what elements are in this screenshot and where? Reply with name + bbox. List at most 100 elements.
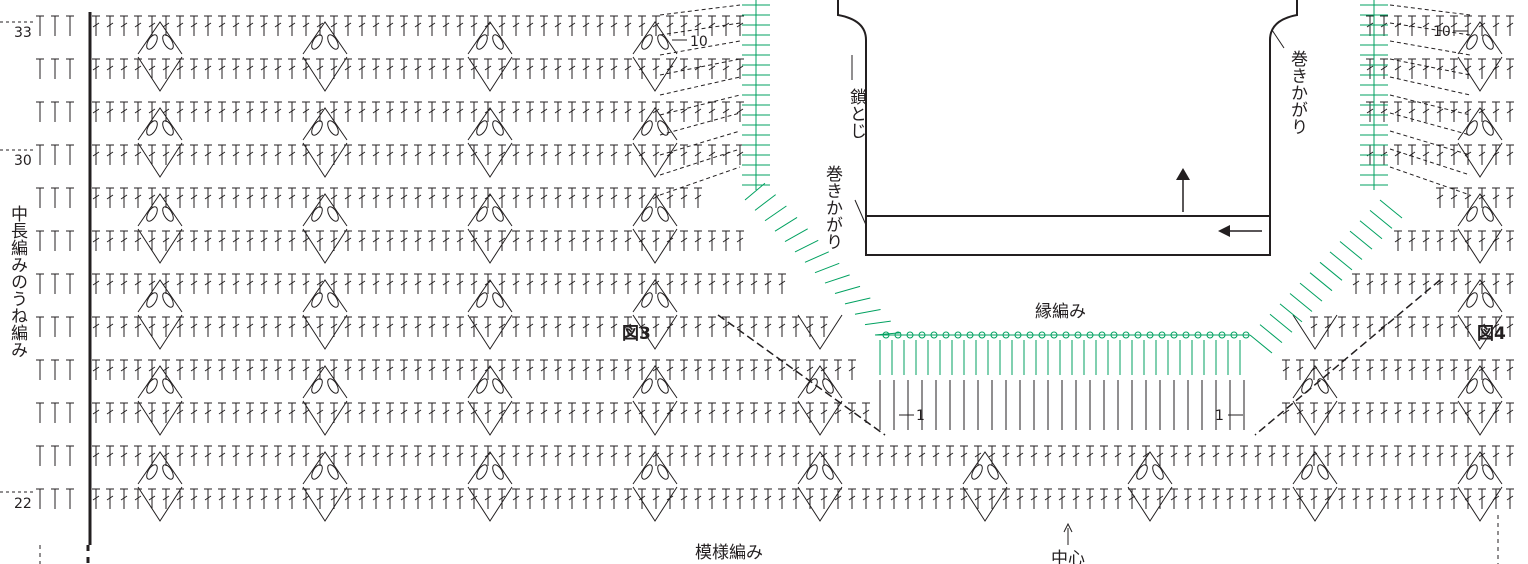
chain-loop [162, 120, 174, 136]
stitch-slash [512, 108, 520, 114]
stitch-slash [610, 280, 618, 286]
diamond-bottom [302, 228, 348, 264]
stitch-slash [582, 366, 590, 372]
stitch-slash [1282, 495, 1290, 501]
stitch-slash [274, 366, 282, 372]
edge-curve-stitch [804, 251, 829, 263]
stitch-slash [274, 409, 282, 415]
stitch-slash [652, 409, 660, 415]
edge-curve-stitch [774, 216, 798, 232]
stitch-slash [274, 108, 282, 114]
edge-curve-stitch [1369, 209, 1393, 229]
stitch-slash [1226, 495, 1234, 501]
stitch-slash [386, 108, 394, 114]
stitch-slash [92, 280, 100, 286]
stitch-slash [498, 194, 506, 200]
stitch-slash [624, 366, 632, 372]
stitch-slash [218, 409, 226, 415]
stitch-slash [1338, 409, 1346, 415]
stitch-slash [708, 65, 716, 71]
stitch-slash [1170, 495, 1178, 501]
stitch-slash [288, 108, 296, 114]
stitch-slash [302, 323, 310, 329]
edge-curve-stitch [1339, 241, 1363, 260]
stitch-slash [400, 65, 408, 71]
edge-chain [1086, 331, 1094, 339]
stitch-slash [120, 495, 128, 501]
stitch-slash [652, 65, 660, 71]
stitch-slash [1436, 194, 1444, 200]
stitch-slash [820, 366, 828, 372]
stitch-slash [288, 22, 296, 28]
chain-loop [492, 206, 504, 222]
diamond-top [467, 279, 513, 313]
stitch-slash [274, 323, 282, 329]
row-number-22: 22 [14, 496, 32, 512]
stitch-slash [512, 22, 520, 28]
stitch-slash [666, 280, 674, 286]
pickup-arrow [1389, 148, 1471, 176]
edging-stitches [39, 0, 1499, 564]
stitch-slash [190, 22, 198, 28]
chain-loop [146, 120, 158, 136]
stitch-slash [1282, 409, 1290, 415]
chain-loop [1466, 34, 1478, 50]
stitch-slash [176, 323, 184, 329]
stitch-slash [708, 237, 716, 243]
chain-loop [987, 464, 999, 480]
stitch-slash [1506, 65, 1514, 71]
stitch-slash [554, 65, 562, 71]
stitch-slash [806, 323, 814, 329]
stitch-slash [358, 108, 366, 114]
stitch-slash [344, 409, 352, 415]
stitch-slash [302, 409, 310, 415]
chain-loop [1466, 206, 1478, 222]
stitch-slash [694, 280, 702, 286]
stitch-slash [106, 366, 114, 372]
stitch-slash [1450, 65, 1458, 71]
stitch-slash [470, 65, 478, 71]
stitch-slash [1268, 495, 1276, 501]
stitch-slash [442, 194, 450, 200]
stitch-slash [680, 280, 688, 286]
stitch-slash [1450, 495, 1458, 501]
stitch-slash [162, 151, 170, 157]
stitch-slash [652, 280, 660, 286]
stitch-slash [680, 366, 688, 372]
stitch-slash [344, 237, 352, 243]
stitch-slash [750, 280, 758, 286]
stitch-slash [1184, 452, 1192, 458]
stitch-slash [288, 237, 296, 243]
stitch-slash [736, 495, 744, 501]
stitch-slash [694, 65, 702, 71]
stitch-slash [1436, 108, 1444, 114]
stitch-slash [134, 65, 142, 71]
diamond-top [632, 107, 678, 141]
chain-loop [1466, 120, 1478, 136]
leader-whip-left [854, 199, 867, 226]
stitch-slash [596, 495, 604, 501]
pickup-arrow [659, 4, 741, 16]
stitch-slash [1422, 323, 1430, 329]
diamond-top [1457, 21, 1503, 55]
stitch-slash [428, 280, 436, 286]
stitch-slash [218, 22, 226, 28]
stitch-slash [722, 237, 730, 243]
center-arrow-icon [1063, 522, 1073, 533]
stitch-slash [1506, 323, 1514, 329]
stitch-slash [498, 65, 506, 71]
stitch-slash [1492, 108, 1500, 114]
stitch-slash [344, 108, 352, 114]
chain-loop [476, 378, 488, 394]
stitch-slash [386, 366, 394, 372]
stitch-slash [190, 280, 198, 286]
stitch-slash [778, 452, 786, 458]
diamond-bottom [1457, 400, 1503, 436]
stitch-slash [134, 495, 142, 501]
stitch-slash [190, 65, 198, 71]
diamond-bottom [137, 56, 183, 92]
stitch-slash [428, 366, 436, 372]
stitch-slash [316, 22, 324, 28]
start-right: 1 [1215, 408, 1224, 424]
stitch-slash [246, 108, 254, 114]
